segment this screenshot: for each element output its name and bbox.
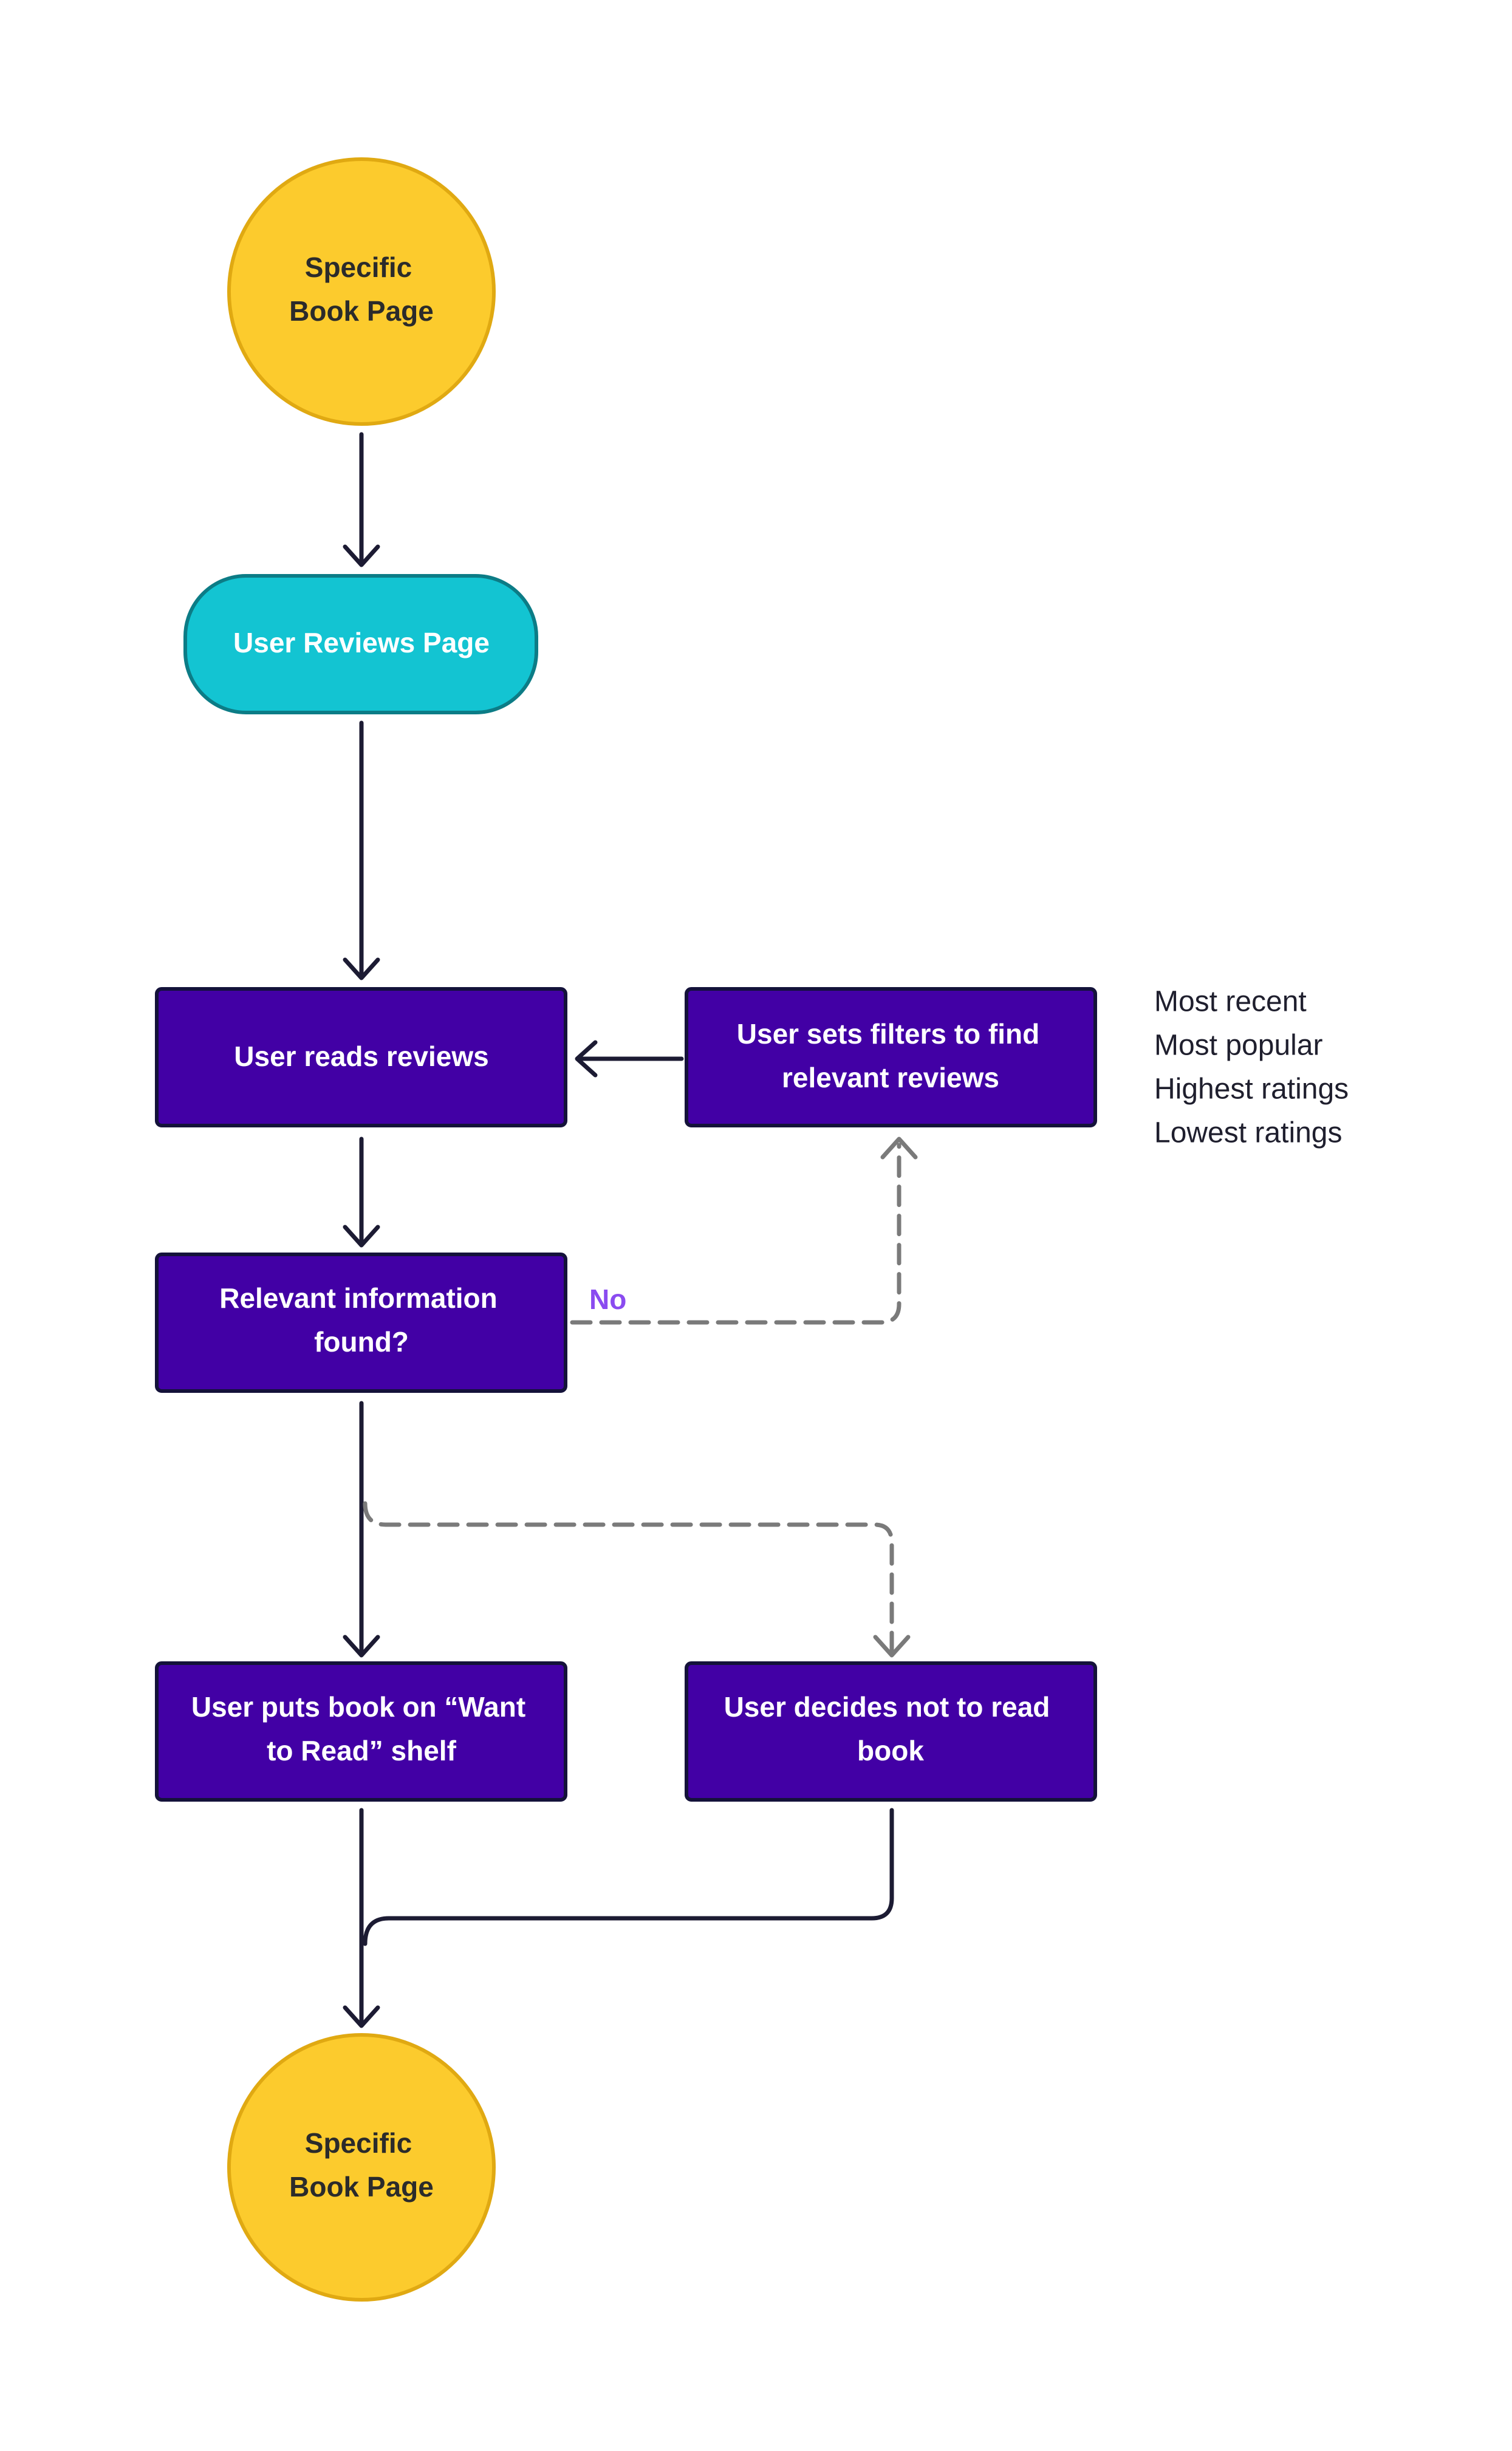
reviews-page-label: User Reviews Page xyxy=(233,627,490,658)
arrowhead-icon xyxy=(343,1225,380,1248)
arrowhead-icon xyxy=(343,2005,380,2028)
not-read-shape xyxy=(685,1661,1097,1802)
reads-reviews-node: User reads reviews xyxy=(155,987,567,1127)
set-filters-label-line1: User sets filters to find xyxy=(737,1018,1039,1050)
end-circle xyxy=(227,2033,496,2302)
want-to-read-shape xyxy=(155,1661,567,1802)
start-label-line2: Book Page xyxy=(289,295,434,327)
set-filters-label-line2: relevant reviews xyxy=(782,1062,999,1093)
filter-option: Most popular xyxy=(1154,1030,1322,1062)
not-read-node: User decides not to read book xyxy=(685,1661,1097,1802)
arrowhead-icon xyxy=(873,1635,911,1658)
want-to-read-label-line2: to Read” shelf xyxy=(267,1735,457,1766)
set-filters-node: User sets filters to find relevant revie… xyxy=(685,987,1097,1127)
arrowhead-icon xyxy=(880,1137,918,1160)
reviews-page-node: User Reviews Page xyxy=(183,574,538,714)
connector-decision-to-not-read xyxy=(363,1501,894,1655)
decision-label-line1: Relevant information xyxy=(219,1282,498,1314)
want-to-read-label-line1: User puts book on “Want xyxy=(191,1691,525,1723)
start-node: Specific Book Page xyxy=(227,157,496,426)
connector-not-read-to-end xyxy=(363,1808,894,1946)
filter-options-list: Most recent Most popular Highest ratings… xyxy=(1154,986,1349,1149)
start-circle xyxy=(227,157,496,426)
end-label-line1: Specific xyxy=(305,2127,412,2159)
reads-reviews-label: User reads reviews xyxy=(234,1041,488,1072)
filter-option: Highest ratings xyxy=(1154,1073,1349,1106)
start-label-line1: Specific xyxy=(305,251,412,283)
end-label-line2: Book Page xyxy=(289,2171,434,2203)
connector-no-to-filters xyxy=(570,1143,901,1325)
reviews-page-shape xyxy=(183,574,538,714)
decision-node: Relevant information found? xyxy=(155,1253,567,1393)
not-read-label-line1: User decides not to read xyxy=(724,1691,1050,1723)
arrowhead-icon xyxy=(343,1635,380,1658)
decision-shape xyxy=(155,1253,567,1393)
decision-label-line2: found? xyxy=(314,1326,409,1358)
edge-label-no: No xyxy=(589,1284,626,1315)
arrowhead-icon xyxy=(343,957,380,980)
filter-option: Most recent xyxy=(1154,986,1307,1018)
arrowhead-icon xyxy=(575,1040,598,1078)
not-read-label-line2: book xyxy=(857,1735,924,1766)
set-filters-shape xyxy=(685,987,1097,1127)
filter-option: Lowest ratings xyxy=(1154,1117,1343,1149)
reads-reviews-shape xyxy=(155,987,567,1127)
end-node: Specific Book Page xyxy=(227,2033,496,2302)
arrowhead-icon xyxy=(343,544,380,567)
want-to-read-node: User puts book on “Want to Read” shelf xyxy=(155,1661,567,1802)
